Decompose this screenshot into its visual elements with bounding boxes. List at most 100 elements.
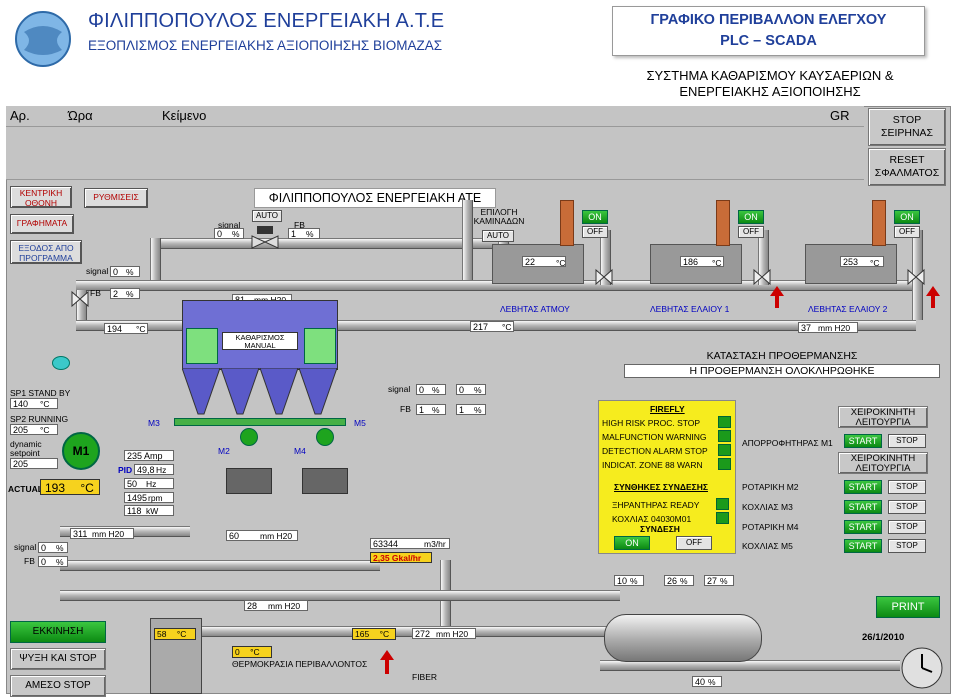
flow-unit: m3/hr (424, 539, 446, 549)
manual-row-m2: ΡΟΤΑΡΙΚΗ Μ2 (742, 482, 799, 492)
fan-stop-button[interactable]: STOP (888, 434, 926, 448)
damper-signal-label: signal (218, 220, 241, 230)
left-riser (76, 290, 87, 322)
power-value: 2,35 (373, 553, 390, 563)
system-title-line1: ΣΥΣΤΗΜΑ ΚΑΘΑΡΙΣΜΟΥ ΚΑΥΣΑΕΡΙΩΝ & (646, 68, 894, 83)
m3-start-button[interactable]: START (844, 500, 882, 514)
alarm-list-area[interactable] (6, 127, 864, 180)
temp-194-unit: °C (136, 324, 146, 334)
column-number: Αρ. (10, 108, 30, 123)
m4-stop-button[interactable]: STOP (888, 520, 926, 534)
boiler-steam-on-button[interactable]: ON (582, 210, 608, 224)
emergency-stop-button[interactable]: ΑΜΕΣΟ STOP (10, 675, 106, 697)
actual-temp-unit: °C (80, 481, 94, 495)
start-button[interactable]: ΕΚΚΙΝΗΣΗ (10, 621, 106, 643)
cool-and-stop-button[interactable]: ΨΥΞΗ ΚΑΙ STOP (10, 648, 106, 670)
scada-title-line1: ΓΡΑΦΙΚΟ ΠΕΡΙΒΑΛΛΟΝ ΕΛΕΓΧΟΥ (650, 12, 887, 28)
firefly-indicator-1 (718, 416, 731, 428)
preheat-status: Η ΠΡΟΘΕΡΜΑΝΣΗ ΟΛΟΚΛΗΡΩΘΗΚΕ (624, 364, 940, 378)
actual-temp-label: ACTUAL (8, 484, 43, 494)
pressure-37-value: 37 (798, 322, 858, 333)
pressure-28-unit: mm H20 (268, 601, 301, 611)
lower-fb-value: 0 (38, 556, 68, 567)
m3-stop-button[interactable]: STOP (888, 500, 926, 514)
damper-valve-icon[interactable] (250, 226, 280, 252)
m5-stop-button[interactable]: STOP (888, 539, 926, 553)
motor-kw: 118 (124, 505, 174, 516)
boiler-oil1-on-button[interactable]: ON (738, 210, 764, 224)
print-button[interactable]: PRINT (876, 596, 940, 618)
valve-3-value: 27 (704, 575, 734, 586)
m5-start-button[interactable]: START (844, 539, 882, 553)
fan-start-button[interactable]: START (844, 434, 882, 448)
left-valve-icon[interactable] (70, 288, 90, 310)
mid-signal-1-unit: % (432, 385, 440, 395)
bypass-down-left (150, 238, 161, 288)
exit-program-button[interactable]: ΕΞΟΔΟΣ ΑΠΟ ΠΡΟΓΡΑΜΜΑ (10, 240, 82, 264)
chimney-select-line2: ΚΑΜΙΝΑΔΩΝ (473, 216, 525, 226)
mid-fb-2: 1 (456, 404, 486, 415)
boiler-oil1-temp: 186 (680, 256, 724, 267)
boiler-steam-off-button[interactable]: OFF (582, 226, 608, 238)
pressure-60-value: 60 (226, 530, 298, 541)
left-valve-fb-label: FB (90, 288, 101, 298)
motor-m4-icon[interactable] (316, 428, 334, 446)
chimney-select-label: ΕΠΙΛΟΓΗ ΚΑΜΙΝΑΔΩΝ (470, 208, 528, 226)
main-screen-button[interactable]: ΚΕΝΤΡΙΚΗ ΟΘΟΝΗ (10, 186, 72, 208)
m2-stop-button[interactable]: STOP (888, 480, 926, 494)
preheat-panel: ΚΑΤΑΣΤΑΣΗ ΠΡΟΘΕΡΜΑΝΣΗΣ Η ΠΡΟΘΕΡΜΑΝΣΗ ΟΛΟ… (624, 350, 940, 380)
lower-pipe (60, 590, 620, 601)
connection-off-button[interactable]: OFF (676, 536, 712, 550)
pressure-311-value: 311 (70, 528, 134, 539)
motor-m2-icon[interactable] (240, 428, 258, 446)
boiler-oil2-on-button[interactable]: ON (894, 210, 920, 224)
graphs-button[interactable]: ΓΡΑΦΗΜΑΤΑ (10, 214, 74, 234)
sp1-label: SP1 STAND BY (10, 388, 71, 398)
pressure-311-unit: mm H20 (92, 529, 125, 539)
motor-m1-icon[interactable]: M1 (62, 432, 100, 470)
exhaust-pipe (600, 660, 900, 671)
pressure-60-unit: mm H20 (260, 531, 293, 541)
fiber-label: FIBER (412, 672, 438, 682)
chimney-select-line1: ΕΠΙΛΟΓΗ (480, 207, 518, 217)
boiler-oil1-off-button[interactable]: OFF (738, 226, 764, 238)
boiler-oil2-valve-icon[interactable] (906, 266, 926, 288)
connection-on-button[interactable]: ON (614, 536, 650, 550)
boiler-oil1-temp-unit: °C (712, 258, 722, 268)
damper-signal-unit: % (232, 229, 240, 239)
silo-temp-box: 58 °C (154, 628, 196, 640)
boiler-oil1-valve-icon[interactable] (752, 266, 772, 288)
motor-rpm: 1495 (124, 492, 174, 503)
firefly-item-4: INDICAT. ZONE 88 WARN (602, 460, 703, 470)
motor-m3-label: M3 (148, 418, 160, 428)
boiler-oil1-flow-arrow-icon (770, 286, 784, 308)
reset-fault-button[interactable]: RESET ΣΦΑΛΜΑΤΟΣ (868, 148, 946, 186)
manual-row-m4: ΡΟΤΑΡΙΚΗ Μ4 (742, 522, 799, 532)
boiler1-riser (600, 230, 611, 285)
boiler-steam-valve-icon[interactable] (594, 266, 614, 288)
filter-cleaning-line2: MANUAL (244, 341, 276, 350)
mid-fb-label: FB (400, 404, 411, 414)
m4-start-button[interactable]: START (844, 520, 882, 534)
ambient-temp-value: 0 (235, 647, 240, 657)
date-display: 26/1/2010 (862, 632, 905, 643)
damper-auto-button[interactable]: AUTO (252, 210, 282, 222)
boiler-oil2-off-button[interactable]: OFF (894, 226, 920, 238)
mid-signal-1: 0 (416, 384, 446, 395)
motor-amps: 235 Amp (124, 450, 174, 461)
firefly-item-1: HIGH RISK PROC. STOP (602, 418, 701, 428)
settings-button[interactable]: ΡΥΘΜΙΣΕΙΣ (84, 188, 148, 208)
column-language: GR (830, 108, 850, 123)
ambient-temp-unit: °C (250, 647, 260, 657)
filter-cleaning-box[interactable]: ΚΑΘΑΡΙΣΜΟΣ MANUAL (222, 332, 298, 350)
manual-title-1-line1: ΧΕΙΡΟΚΙΝΗΤΗ (850, 407, 916, 418)
chimney-mode-button[interactable]: AUTO (482, 230, 514, 242)
silo-temp-unit: °C (176, 629, 187, 639)
main-screen-line1: ΚΕΝΤΡΙΚΗ (19, 188, 63, 198)
motor-hz-unit: Hz (146, 479, 157, 489)
m2-start-button[interactable]: START (844, 480, 882, 494)
stop-siren-line2: ΣΕΙΡΗΝΑΣ (880, 127, 934, 139)
sp1-unit: °C (40, 399, 50, 409)
stop-siren-button[interactable]: STOP ΣΕΙΡΗΝΑΣ (868, 108, 946, 146)
manual-title-1-line2: ΛΕΙΤΟΥΡΓΙΑ (855, 417, 911, 428)
